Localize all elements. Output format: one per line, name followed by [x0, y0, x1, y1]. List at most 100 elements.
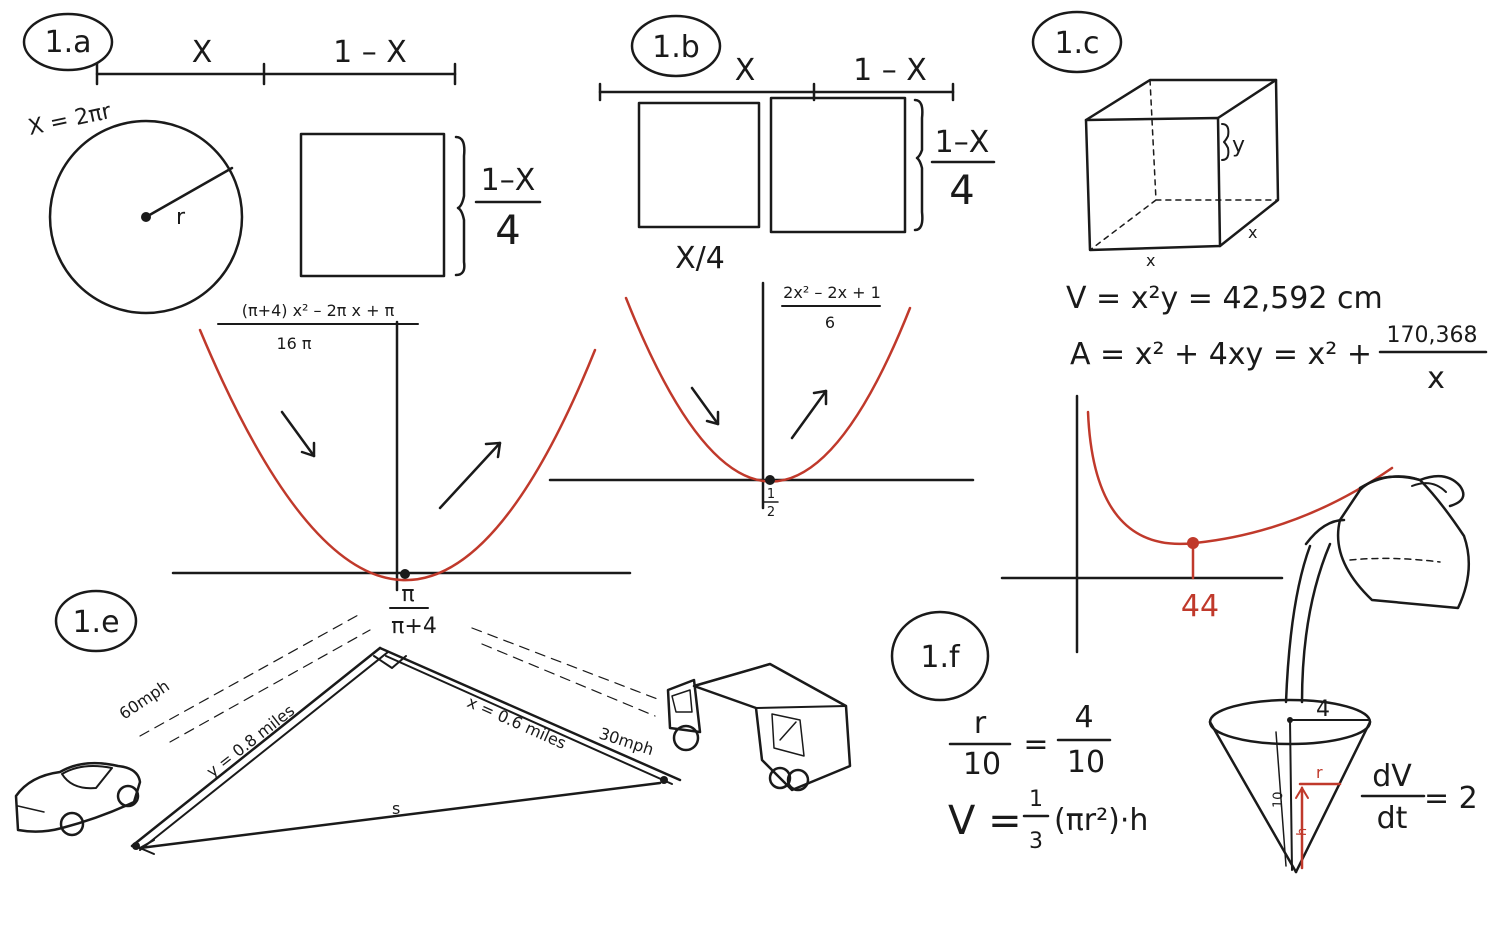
circumference-eq: X = 2πr — [26, 99, 114, 141]
tag-1c: 1.c — [1054, 26, 1099, 61]
distance-line-s — [138, 781, 662, 850]
square-1b-right — [769, 96, 907, 234]
minimum-point-1a — [400, 569, 410, 579]
side-num-1a: 1–X — [481, 163, 536, 198]
fn-den-1b: 6 — [825, 313, 835, 332]
car-position-point — [132, 842, 140, 850]
problem-1f: 1.f r 10 = 4 10 V = 1 3 (πr²)·h dV dt = … — [890, 474, 1478, 874]
truck-icon — [666, 662, 852, 792]
ratio-rhs-den: 10 — [1067, 745, 1105, 780]
area-equation-1c: A = x² + 4xy = x² + — [1070, 337, 1372, 372]
seg-rest-label-1a: 1 – X — [333, 35, 407, 70]
rate-value: = 2 — [1424, 781, 1478, 816]
arrowhead — [705, 410, 720, 426]
box-hidden-edges — [1089, 79, 1279, 251]
road-lines — [139, 613, 661, 743]
ratio-rhs-num: 4 — [1074, 700, 1093, 735]
min-x-label-1c: 44 — [1181, 589, 1219, 624]
side-brace-1a — [454, 135, 466, 277]
tag-circle-1e — [54, 589, 138, 653]
tag-circle-1b — [630, 14, 722, 78]
cone-volume-rhs: (πr²)·h — [1054, 803, 1148, 838]
arrowhead — [300, 441, 316, 458]
side-den-1a: 4 — [495, 208, 520, 254]
cone-height-arrow — [1275, 731, 1287, 867]
parabola-1b — [624, 296, 912, 483]
area-curve-1c — [1086, 410, 1394, 546]
car-road-leg — [130, 646, 382, 848]
cone-top-radius-label: 4 — [1316, 697, 1330, 722]
y-distance-label: y = 0.8 miles — [203, 701, 298, 781]
area-frac-den: x — [1427, 361, 1445, 396]
side-brace-1b — [913, 98, 924, 232]
tag-circle-1a — [22, 12, 114, 72]
square-1b-left — [637, 101, 761, 229]
truck-road-leg-edge — [385, 655, 673, 785]
square-1a — [299, 132, 446, 278]
fn-num-1b: 2x² – 2x + 1 — [783, 283, 881, 302]
right-angle-mark — [373, 655, 407, 669]
arrowhead — [139, 839, 155, 855]
volume-equation-1c: V = x²y = 42,592 cm — [1066, 281, 1383, 316]
seg-rest-label-1b: 1 – X — [853, 53, 927, 88]
car-icon — [14, 761, 142, 837]
rate-den: dt — [1377, 801, 1408, 836]
box-height-label: y — [1232, 133, 1245, 158]
cone-volume-lhs: V = — [948, 798, 1022, 844]
box-side-label: x — [1248, 223, 1257, 242]
s-distance-label: s — [392, 799, 400, 818]
tag-circle-1c — [1031, 10, 1123, 74]
water-radius-label: r — [1316, 763, 1323, 782]
fn-den-1a: 16 π — [276, 334, 311, 353]
cone-volume-frac-den: 3 — [1029, 829, 1043, 854]
water-stream — [1284, 542, 1332, 704]
tag-1b: 1.b — [652, 30, 700, 65]
increasing-arrow — [438, 441, 502, 510]
rate-num: dV — [1372, 759, 1412, 794]
box-top-face — [1084, 78, 1278, 122]
height-brace — [1221, 123, 1230, 161]
side-num-1b: 1–X — [935, 125, 990, 160]
cone-tank — [1208, 698, 1372, 874]
parabola-1a — [198, 328, 597, 582]
seg-x-label-1a: X — [192, 35, 213, 70]
min-den-1a: π+4 — [391, 614, 437, 639]
box-front-label: x — [1146, 251, 1155, 270]
box-front-face — [1084, 116, 1222, 252]
ratio-lhs-num: r — [974, 706, 987, 741]
truck-position-point — [660, 776, 668, 784]
min-num-1b: 1 — [767, 487, 775, 502]
problem-1a: 1.a X 1 – X X = 2πr r 1–X 4 (π+4) x² – 2… — [22, 12, 632, 639]
problem-1c: 1.c y x x V = x²y = 42,592 cm A = x² + 4… — [1000, 10, 1488, 654]
ratio-lhs-den: 10 — [963, 747, 1001, 782]
car-speed-label: 60mph — [116, 676, 173, 723]
water-height-label: h — [1295, 827, 1310, 836]
radius-label: r — [176, 205, 186, 230]
fn-num-1a: (π+4) x² – 2π x + π — [242, 301, 395, 320]
min-den-1b: 2 — [767, 505, 775, 520]
pitcher-icon — [1304, 474, 1470, 610]
cone-height-label: 10 — [1271, 791, 1287, 808]
car-road-leg-edge — [139, 651, 389, 851]
min-num-1a: π — [401, 582, 414, 607]
truck-road-leg — [378, 646, 682, 782]
minimum-point-1b — [765, 475, 775, 485]
tag-1e: 1.e — [72, 605, 119, 640]
sq-side-label-1b: X/4 — [675, 241, 725, 276]
decreasing-arrow — [280, 410, 316, 458]
radius-line — [144, 166, 234, 219]
box-side-face — [1218, 78, 1280, 248]
arrowhead — [484, 441, 502, 459]
arrowhead — [1295, 786, 1309, 799]
circle-shape — [48, 119, 244, 315]
tag-1a: 1.a — [44, 25, 91, 60]
cone-volume-frac-num: 1 — [1029, 787, 1043, 812]
tag-circle-1f — [890, 610, 990, 702]
increasing-arrow — [790, 389, 828, 440]
decreasing-arrow — [690, 386, 720, 426]
area-frac-num: 170,368 — [1387, 323, 1478, 348]
x-distance-label: x = 0.6 miles — [464, 692, 569, 753]
side-den-1b: 4 — [949, 168, 974, 214]
ratio-equals: = — [1023, 727, 1048, 762]
